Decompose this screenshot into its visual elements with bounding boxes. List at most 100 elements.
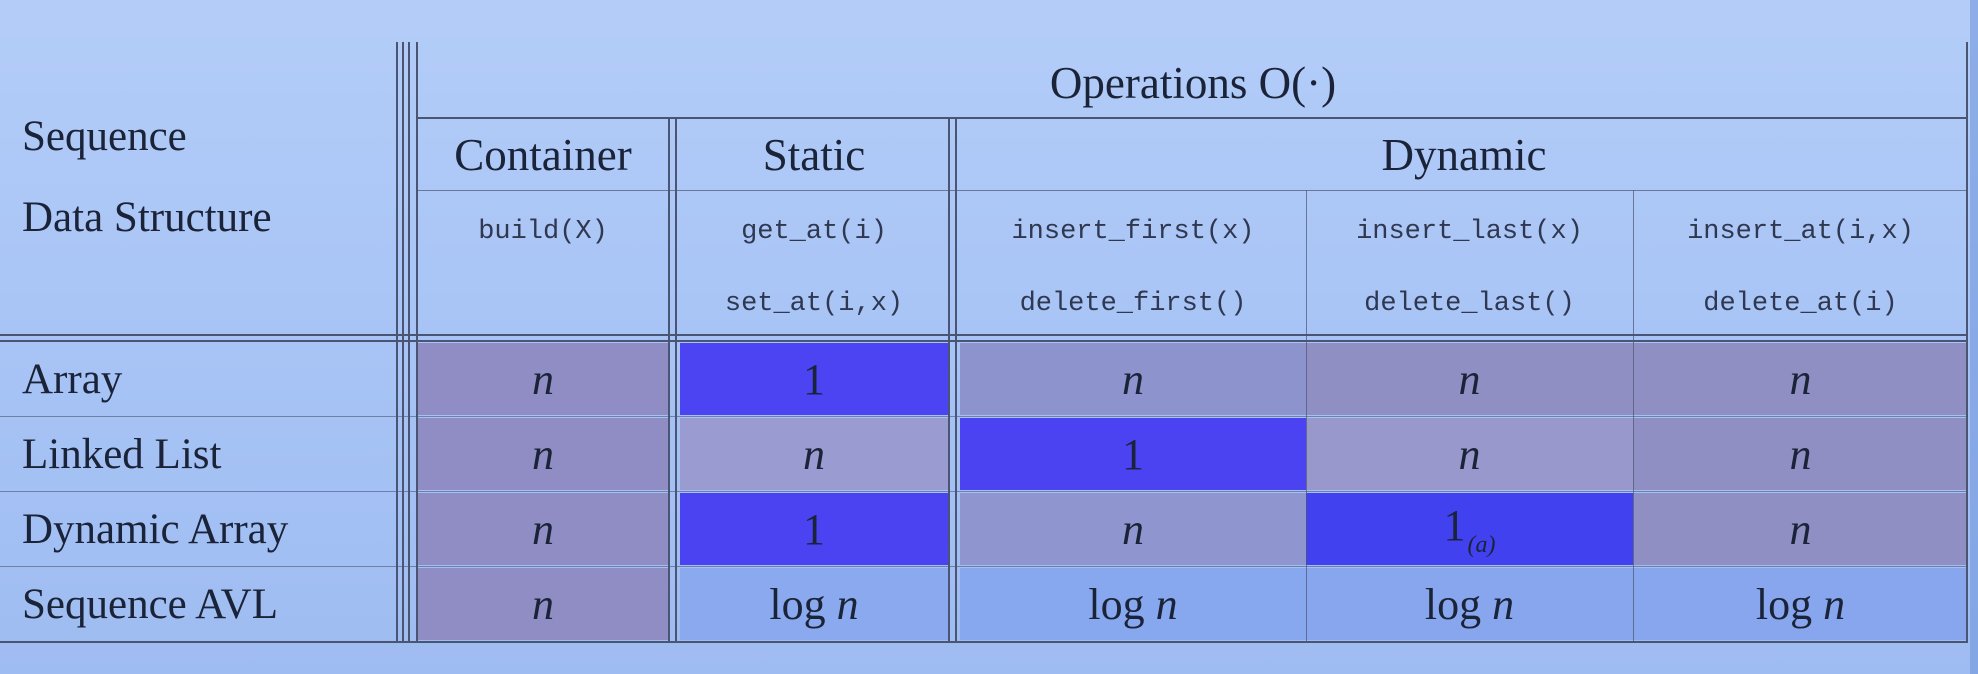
value: log n — [1088, 579, 1178, 629]
group-label: Container — [454, 130, 632, 180]
value: n — [532, 354, 554, 404]
value: n — [803, 429, 825, 479]
value: n — [1789, 429, 1812, 479]
value: n — [1789, 504, 1812, 554]
grid-line — [408, 42, 410, 642]
value: 1 — [803, 504, 825, 554]
grid-line — [416, 190, 1968, 191]
op-name: delete_last() — [1364, 289, 1575, 319]
cell-avl-static: log n — [680, 568, 948, 640]
row-label-linked-list: Linked List — [0, 418, 396, 490]
cell-array-build: n — [418, 343, 668, 415]
cell-avl-build: n — [418, 568, 668, 640]
cell-linkedlist-insert-first: 1 — [960, 418, 1306, 490]
op-get-at: get_at(i) — [680, 210, 948, 254]
grid-line — [416, 42, 418, 642]
grid-line — [668, 118, 670, 642]
grid-line — [0, 334, 1968, 336]
op-delete-first: delete_first() — [960, 282, 1306, 326]
value: n — [532, 429, 554, 479]
row-label-text: Dynamic Array — [22, 505, 289, 553]
cell-dynarray-build: n — [418, 493, 668, 565]
row-label-text: Array — [22, 355, 123, 403]
value: n — [1789, 354, 1812, 404]
grid-line — [0, 491, 1968, 492]
op-delete-at: delete_at(i) — [1633, 282, 1968, 326]
cell-dynarray-static: 1 — [680, 493, 948, 565]
row-label-dynamic-array: Dynamic Array — [0, 493, 396, 565]
cell-dynarray-insert-last: 1(a) — [1306, 493, 1633, 565]
grid-line — [0, 641, 1968, 643]
cell-linkedlist-static: n — [680, 418, 948, 490]
op-name: build(X) — [478, 217, 608, 247]
value-main: 1 — [1443, 500, 1466, 550]
group-label: Static — [762, 130, 866, 180]
op-name: delete_at(i) — [1703, 289, 1898, 319]
grid-line — [948, 118, 950, 642]
row-label-array: Array — [0, 343, 396, 415]
slide-edge — [1970, 0, 1978, 674]
corner-line-2: Data Structure — [22, 194, 272, 241]
grid-line — [1633, 190, 1634, 642]
grid-line — [0, 566, 1968, 567]
op-delete-last: delete_last() — [1306, 282, 1633, 326]
value: log n — [1424, 579, 1515, 629]
cell-avl-insert-first: log n — [960, 568, 1306, 640]
grid-line — [675, 118, 677, 642]
cell-avl-insert-at: log n — [1633, 568, 1968, 640]
value: n — [532, 579, 554, 629]
grid-line — [402, 42, 404, 642]
op-name: insert_last(x) — [1356, 217, 1583, 247]
grid-line — [1966, 42, 1968, 642]
op-name: insert_first(x) — [1011, 217, 1255, 247]
row-label-text: Sequence AVL — [22, 580, 278, 628]
value: log n — [769, 579, 859, 629]
grid-line — [416, 117, 1968, 119]
op-set-at: set_at(i,x) — [680, 282, 948, 326]
cell-avl-insert-last: log n — [1306, 568, 1633, 640]
value: log n — [1755, 579, 1846, 629]
group-dynamic: Dynamic — [960, 120, 1968, 190]
op-name: set_at(i,x) — [724, 289, 904, 319]
value: n — [1458, 429, 1481, 479]
grid-line — [396, 42, 398, 642]
row-label-sequence-avl: Sequence AVL — [0, 568, 396, 640]
group-static: Static — [680, 120, 948, 190]
cell-linkedlist-build: n — [418, 418, 668, 490]
operations-header: Operations O(·) — [418, 48, 1968, 118]
value: 1 — [1122, 429, 1144, 479]
value: n — [1122, 354, 1144, 404]
corner-header: Sequence Data Structure — [22, 112, 392, 242]
grid-line — [1306, 190, 1307, 642]
cell-dynarray-insert-at: n — [1633, 493, 1968, 565]
op-insert-first: insert_first(x) — [960, 210, 1306, 254]
grid-line — [0, 340, 1968, 342]
op-insert-last: insert_last(x) — [1306, 210, 1633, 254]
op-name: insert_at(i,x) — [1687, 217, 1914, 247]
value: 1(a) — [1444, 500, 1496, 559]
op-name: delete_first() — [1019, 289, 1247, 319]
value: n — [1122, 504, 1144, 554]
cell-array-insert-first: n — [960, 343, 1306, 415]
corner-line-1: Sequence — [22, 113, 187, 160]
row-label-text: Linked List — [22, 430, 222, 478]
value: 1 — [803, 354, 825, 404]
group-container: Container — [418, 120, 668, 190]
op-name: get_at(i) — [741, 217, 887, 247]
operations-title: Operations O(·) — [1049, 58, 1337, 108]
op-build: build(X) — [418, 210, 668, 254]
cell-dynarray-insert-first: n — [960, 493, 1306, 565]
value: n — [1458, 354, 1481, 404]
cell-array-insert-at: n — [1633, 343, 1968, 415]
group-label: Dynamic — [1381, 130, 1547, 180]
grid-line — [0, 416, 1968, 417]
cell-linkedlist-insert-last: n — [1306, 418, 1633, 490]
cell-linkedlist-insert-at: n — [1633, 418, 1968, 490]
value: n — [532, 504, 554, 554]
op-insert-at: insert_at(i,x) — [1633, 210, 1968, 254]
grid-line — [955, 118, 957, 642]
amortized-subscript: (a) — [1467, 531, 1496, 558]
cell-array-insert-last: n — [1306, 343, 1633, 415]
cell-array-static: 1 — [680, 343, 948, 415]
